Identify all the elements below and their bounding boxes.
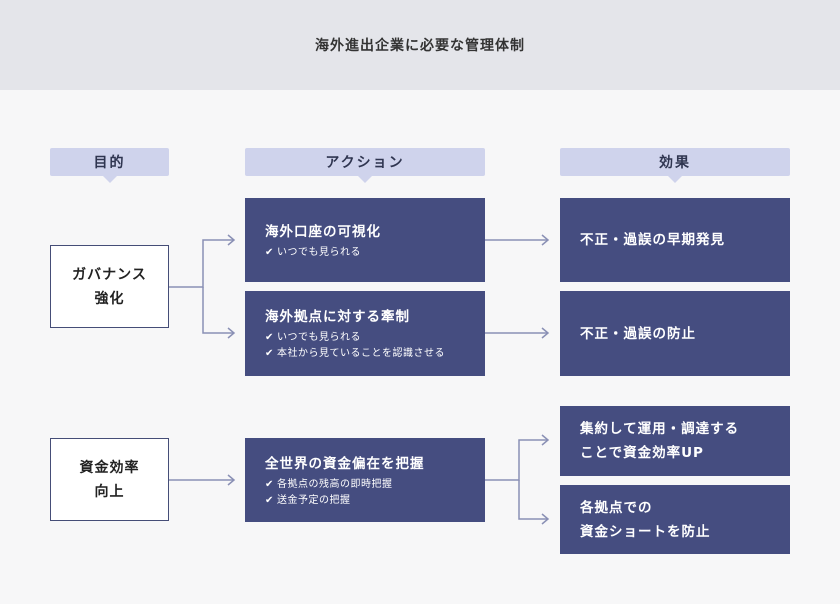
action-box-overseas-check: 海外拠点に対する牽制 ✔いつでも見られる ✔本社から見ていることを認識させる xyxy=(245,291,485,376)
connector-action-3-to-effect-3 xyxy=(485,439,547,481)
action-title: 海外口座の可視化 xyxy=(265,223,381,240)
effect-box-fund-efficiency-up: 集約して運用・調達する ことで資金効率UP xyxy=(560,406,790,476)
arrow-head-icon xyxy=(541,513,550,525)
check-icon: ✔ xyxy=(265,332,274,343)
effect-box-prevention: 不正・過誤の防止 xyxy=(560,291,790,376)
connector-action-3-to-effect-4 xyxy=(518,480,547,520)
action-bullet-list: ✔いつでも見られる xyxy=(265,245,485,261)
check-icon: ✔ xyxy=(265,478,274,490)
purpose-box-fund-efficiency: 資金効率 向上 xyxy=(50,438,169,521)
check-icon: ✔ xyxy=(265,348,274,359)
action-bullet-list: ✔いつでも見られる ✔本社から見ていることを認識させる xyxy=(265,330,485,362)
check-icon: ✔ xyxy=(265,246,274,258)
page-title: 海外進出企業に必要な管理体制 xyxy=(315,38,525,54)
arrow-head-icon xyxy=(541,234,550,246)
action-bullet: ✔本社から見ていることを認識させる xyxy=(265,346,485,362)
action-bullet: ✔各拠点の残高の即時把握 xyxy=(265,477,485,493)
column-label-purpose: 目的 xyxy=(50,148,169,183)
column-label-effect: 効果 xyxy=(560,148,790,183)
action-bullet: ✔いつでも見られる xyxy=(265,330,485,346)
action-bullet: ✔いつでも見られる xyxy=(265,245,485,261)
arrow-head-icon xyxy=(227,234,236,246)
arrow-head-icon xyxy=(227,474,236,486)
action-title: 全世界の資金偏在を把握 xyxy=(265,455,425,472)
connector-governance-to-action-1 xyxy=(169,239,233,288)
column-label-action: アクション xyxy=(245,148,485,183)
arrow-head-icon xyxy=(541,327,550,339)
header-bar: 海外進出企業に必要な管理体制 xyxy=(0,0,840,90)
check-icon: ✔ xyxy=(265,494,274,506)
action-bullet-list: ✔各拠点の残高の即時把握 ✔送金予定の把握 xyxy=(265,477,485,509)
action-box-account-visibility: 海外口座の可視化 ✔いつでも見られる xyxy=(245,198,485,282)
action-bullet: ✔送金予定の把握 xyxy=(265,493,485,509)
purpose-box-governance: ガバナンス 強化 xyxy=(50,245,169,328)
effect-box-early-detection: 不正・過誤の早期発見 xyxy=(560,198,790,282)
action-box-fund-distribution: 全世界の資金偏在を把握 ✔各拠点の残高の即時把握 ✔送金予定の把握 xyxy=(245,438,485,522)
action-title: 海外拠点に対する牽制 xyxy=(265,309,410,325)
arrow-head-icon xyxy=(227,327,236,339)
connector-governance-to-action-2 xyxy=(202,287,233,334)
effect-box-shortage-prevention: 各拠点での 資金ショートを防止 xyxy=(560,485,790,554)
arrow-head-icon xyxy=(541,434,550,446)
